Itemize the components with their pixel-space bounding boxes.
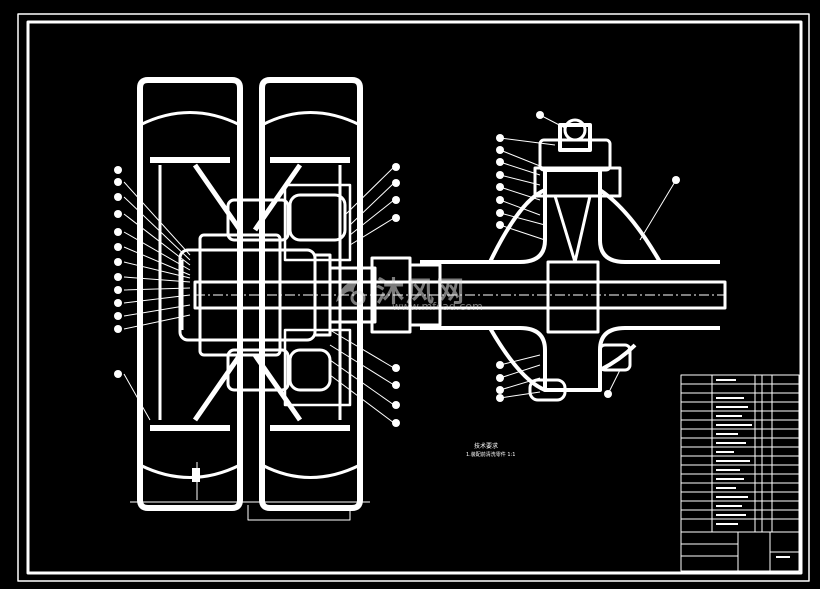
differential-housing	[420, 123, 720, 392]
rim-spokes	[158, 163, 342, 422]
axle-shaft	[193, 256, 727, 334]
technical-note-text: 1.装配前清洗零件 1:1	[466, 452, 516, 458]
watermark-text: 沐风网	[376, 275, 467, 308]
watermark-url: www.mfcad.com	[392, 300, 483, 313]
part-leaders	[123, 114, 677, 424]
watermark: 沐风网 www.mfcad.com	[332, 270, 532, 320]
outer-frame	[17, 13, 810, 582]
title-block-text-bars	[716, 379, 790, 558]
balloon-markers	[114, 111, 680, 427]
inner-frame	[26, 20, 803, 575]
watermark-logo-icon	[336, 280, 366, 306]
valve-stem	[192, 468, 200, 482]
title-block	[680, 374, 800, 572]
dimension-lines	[130, 462, 370, 521]
brake-drum	[283, 183, 352, 407]
twin-wheel-assembly	[137, 77, 363, 511]
technical-note-title: 技术要求	[474, 443, 499, 450]
differential-gears	[528, 118, 632, 402]
